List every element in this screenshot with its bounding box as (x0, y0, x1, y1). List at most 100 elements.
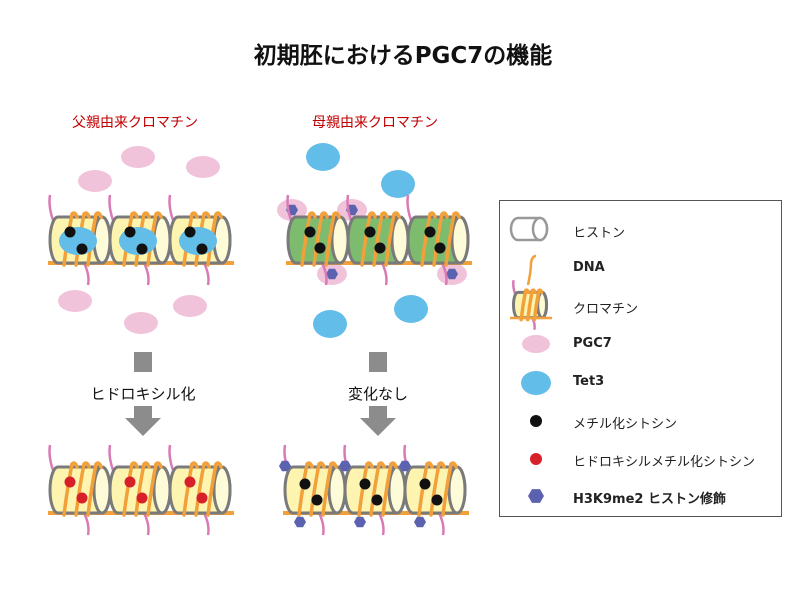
legend-label-hydroxymethylcytosine: ヒドロキシルメチル化シトシン (573, 455, 756, 470)
methylcytosine (431, 494, 443, 506)
methylcytosine (124, 226, 136, 238)
methylcytosine (136, 243, 148, 255)
methylcytosine (314, 242, 326, 254)
hydroxymethylcytosine (196, 492, 208, 504)
hydroxymethylcytosine (184, 476, 196, 488)
hydroxymethylcytosine (64, 476, 76, 488)
h3k9me2-mark (294, 516, 306, 528)
dna-wrap (441, 461, 458, 517)
dna-wrap (384, 211, 401, 267)
methylcytosine (311, 494, 323, 506)
histone-tail (377, 512, 385, 536)
histone-face (387, 465, 407, 515)
dna-wrap (360, 211, 377, 267)
methylcytosine (434, 242, 446, 254)
dna-wrap (182, 461, 199, 517)
pgc7-protein (58, 290, 92, 312)
legend-label-pgc7: PGC7 (573, 336, 612, 351)
hydroxymethylcytosine-icon (530, 453, 542, 465)
tet3-icon (521, 371, 551, 395)
histone-face (447, 465, 467, 515)
nucleosome (403, 444, 467, 536)
nucleosome (108, 194, 172, 286)
histone-face (390, 215, 410, 265)
nucleosome (168, 444, 232, 536)
page-title: 初期胚におけるPGC7の機能 (253, 43, 553, 69)
dna-wrap (381, 461, 398, 517)
h3k9me2-icon (528, 489, 544, 503)
dna-wrap (357, 461, 374, 517)
h3k9me2-mark (279, 460, 291, 472)
histone-tail (82, 512, 90, 536)
arrow-head (360, 406, 396, 436)
legend-label-methylcytosine: メチル化シトシン (573, 417, 678, 432)
histone-tail (320, 262, 328, 286)
dna-wrap (300, 211, 317, 267)
dna-wrap (62, 461, 79, 517)
dna-wrap (324, 211, 341, 267)
histone-tail (202, 262, 210, 286)
histone-tail (82, 262, 90, 286)
arrow-head (125, 406, 161, 436)
nucleosome (286, 194, 350, 286)
nucleosome (343, 444, 407, 536)
arrow-shaft (134, 352, 152, 372)
histone-face (92, 465, 112, 515)
legend-label-chromatin: クロマチン (573, 302, 639, 317)
histone-face (450, 215, 470, 265)
tet3-protein (306, 143, 340, 171)
methylcytosine (76, 243, 88, 255)
dna-wrap (297, 461, 314, 517)
dna-icon (526, 254, 537, 286)
methylcytosine (304, 226, 316, 238)
legend-label-dna: DNA (573, 260, 605, 275)
dna-wrap (444, 211, 461, 267)
methylcytosine (374, 242, 386, 254)
methylcytosine (424, 226, 436, 238)
histone-tail (142, 512, 150, 536)
chromatin-icon (511, 280, 548, 330)
h3k9me2-mark (399, 460, 411, 472)
histone-tail (380, 262, 388, 286)
methylcytosine (299, 478, 311, 490)
histone-face (327, 465, 347, 515)
nucleosome (48, 444, 112, 536)
dna-wrap (146, 461, 163, 517)
pgc7-protein (186, 156, 220, 178)
h3k9me2-mark (414, 516, 426, 528)
nucleosome (48, 194, 112, 286)
legend-box: ヒストン DNA クロマチン PGC7 Tet3 メチル化シトシン ヒドロキシル… (499, 200, 782, 517)
hydroxymethylcytosine (124, 476, 136, 488)
histone-tail (440, 262, 448, 286)
methylcytosine (196, 243, 208, 255)
h3k9me2-mark (339, 460, 351, 472)
dna-wrap (519, 288, 531, 322)
histone-tail (142, 262, 150, 286)
tet3-protein (313, 310, 347, 338)
methylcytosine (184, 226, 196, 238)
pgc7-protein (121, 146, 155, 168)
maternal-chromatin-label: 母親由来クロマチン (312, 115, 438, 131)
histone-face (330, 215, 350, 265)
histone-face (212, 465, 232, 515)
dna-wrap (321, 461, 338, 517)
dna-wrap (86, 461, 103, 517)
methylcytosine (419, 478, 431, 490)
methylcytosine (359, 478, 371, 490)
histone-icon-face (531, 216, 549, 242)
h3k9me2-mark (326, 268, 338, 280)
tet3-protein (394, 295, 428, 323)
methylcytosine (371, 494, 383, 506)
h3k9me2-mark (446, 268, 458, 280)
tet3-protein (381, 170, 415, 198)
dna-wrap (417, 461, 434, 517)
histone-tail (202, 512, 210, 536)
paternal-chromatin-label: 父親由来クロマチン (72, 115, 198, 131)
methylcytosine (64, 226, 76, 238)
dna-wrap (532, 288, 544, 322)
legend-icons (509, 216, 552, 503)
arrow-shaft (369, 352, 387, 372)
pgc7-protein (173, 295, 207, 317)
no-change-label: 変化なし (347, 385, 408, 403)
